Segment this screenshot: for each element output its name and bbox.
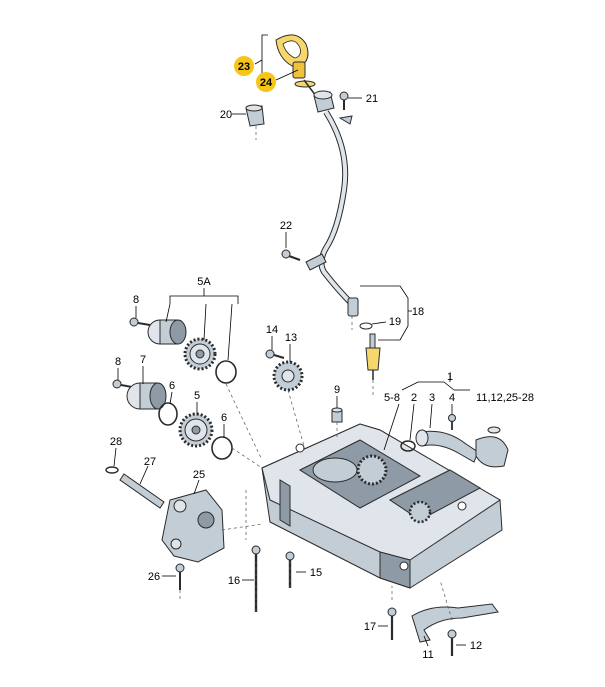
callout-24-label: 24 bbox=[260, 77, 273, 89]
bolt-12 bbox=[447, 629, 457, 656]
callout-25: 25 bbox=[193, 469, 205, 481]
bolt-8-lower bbox=[112, 379, 133, 389]
callout-13: 13 bbox=[285, 332, 297, 344]
callout-24: 24 bbox=[256, 72, 276, 92]
callout-6-left: 6 bbox=[169, 380, 175, 392]
callout-18: 18 bbox=[412, 306, 424, 318]
bolt-22 bbox=[281, 249, 301, 261]
callout-2: 2 bbox=[411, 392, 417, 404]
callout-12: 12 bbox=[470, 640, 482, 652]
callout-8-lower: 8 bbox=[115, 356, 121, 368]
callout-26: 26 bbox=[148, 571, 160, 583]
o-ring-28 bbox=[105, 466, 119, 474]
callout-11: 11 bbox=[422, 649, 433, 661]
bolt-14 bbox=[265, 349, 285, 359]
callout-5-8: 5-8 bbox=[384, 392, 400, 404]
bolt-8-upper bbox=[129, 317, 151, 327]
callout-27: 27 bbox=[144, 456, 156, 468]
callout-19: 19 bbox=[389, 316, 401, 328]
crankcase-housing bbox=[261, 423, 503, 589]
assembly-guide-lines bbox=[179, 126, 453, 621]
callout-9: 9 bbox=[334, 384, 340, 396]
callout-8-upper: 8 bbox=[133, 294, 139, 306]
callout-23: 23 bbox=[234, 56, 254, 76]
bearing-cup-7 bbox=[126, 382, 167, 410]
gear-upper bbox=[183, 337, 217, 371]
bolt-17 bbox=[387, 607, 397, 640]
cap-20 bbox=[245, 104, 265, 127]
callout-20: 20 bbox=[220, 109, 232, 121]
dowel-9 bbox=[331, 407, 343, 423]
bearing-cup-upper bbox=[147, 319, 187, 345]
callout-7: 7 bbox=[140, 354, 146, 366]
callout-1: 1 bbox=[447, 371, 453, 383]
callout-14: 14 bbox=[266, 324, 278, 336]
dipstick-bolt-21 bbox=[339, 91, 349, 110]
callout-16: 16 bbox=[228, 575, 240, 587]
circlip-6-left bbox=[158, 402, 178, 426]
callout-4: 4 bbox=[449, 392, 455, 404]
callout-6-right: 6 bbox=[221, 412, 227, 424]
callout-3: 3 bbox=[429, 392, 435, 404]
callout-23-label: 23 bbox=[238, 61, 250, 73]
leader-lines bbox=[113, 34, 470, 647]
bolt-26 bbox=[175, 563, 185, 590]
bolt-4 bbox=[448, 414, 456, 430]
circlip-upper bbox=[215, 360, 237, 384]
dipstick-handle bbox=[275, 34, 316, 88]
callout-5: 5 bbox=[194, 390, 200, 402]
callout-24-badge bbox=[256, 72, 276, 92]
callout-15: 15 bbox=[310, 567, 322, 579]
shaft-27 bbox=[119, 473, 165, 509]
callout-11-12-25-28: 11,12,25-28 bbox=[476, 392, 534, 404]
oil-level-sensor bbox=[365, 333, 381, 380]
seal-19 bbox=[359, 322, 373, 330]
callout-21: 21 bbox=[366, 93, 378, 105]
oil-baffle-11 bbox=[411, 603, 499, 643]
o-ring-2 bbox=[400, 440, 416, 452]
gear-5 bbox=[178, 412, 214, 448]
circlip-6-right bbox=[211, 436, 233, 460]
callout-5a: 5A bbox=[197, 276, 211, 288]
oil-pump-25 bbox=[161, 489, 225, 563]
callout-28: 28 bbox=[110, 436, 122, 448]
callout-23-badge bbox=[234, 56, 254, 76]
callout-17: 17 bbox=[364, 621, 376, 633]
callout-22: 22 bbox=[280, 220, 292, 232]
gear-13 bbox=[272, 360, 304, 392]
oil-pickup-pipe bbox=[415, 426, 509, 468]
dipstick-tube bbox=[303, 79, 359, 317]
